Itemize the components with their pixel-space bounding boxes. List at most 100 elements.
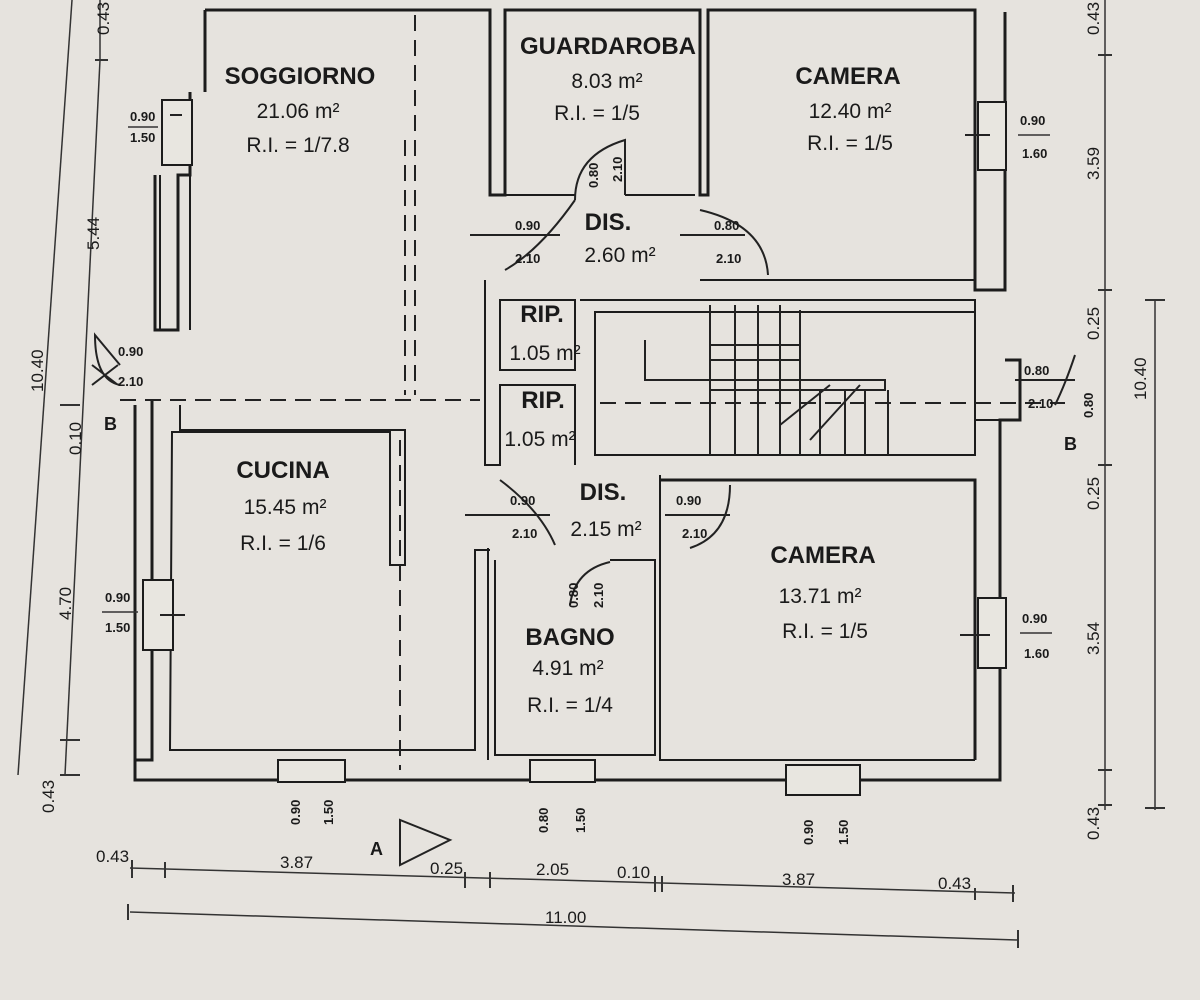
opening-height: 1.50 — [321, 800, 336, 825]
dim-right-sep2: 0.25 — [1084, 477, 1103, 510]
room-area: 15.45 m² — [244, 496, 327, 519]
dim-left-bottom: 0.43 — [39, 780, 58, 813]
left-dimensions: 0.43 5.44 10.40 0.10 4.70 0.43 — [28, 2, 113, 813]
room-dis-2: DIS. 2.15 m² — [570, 479, 641, 541]
opening-door-dis1-right: 0.80 2.10 — [714, 218, 741, 266]
opening-width: 0.80 — [586, 163, 601, 188]
dim-right-top: 0.43 — [1084, 2, 1103, 35]
dim-bottom-1: 0.43 — [96, 847, 129, 866]
room-name: SOGGIORNO — [225, 63, 376, 90]
section-marker-b-left: B — [104, 414, 117, 434]
opening-door-dis2-left: 0.90 2.10 — [510, 493, 537, 541]
opening-bottom-window-3: 0.90 1.50 — [801, 820, 851, 845]
room-ri: R.I. = 1/5 — [807, 132, 893, 155]
room-name: BAGNO — [525, 624, 614, 651]
opening-height: 2.10 — [591, 583, 606, 608]
opening-width: 0.80 — [536, 808, 551, 833]
dim-bottom-total: 11.00 — [545, 908, 586, 927]
opening-door-bagno-h: 2.10 — [591, 583, 606, 608]
section-marker-a: A — [370, 839, 383, 859]
room-name: CAMERA — [795, 63, 900, 90]
opening-door-dis2-right: 0.90 2.10 — [676, 493, 707, 541]
opening-width: 0.80 — [1081, 393, 1096, 418]
right-dimensions: 0.43 3.59 0.25 10.40 0.25 3.54 0.43 — [1084, 2, 1150, 840]
room-ri: R.I. = 1/7.8 — [246, 134, 349, 157]
opening-camera2-window: 0.90 1.60 — [1020, 611, 1052, 661]
room-dis-1: DIS. 2.60 m² — [584, 209, 655, 267]
dim-left-mid: 5.44 — [84, 217, 103, 250]
room-guardaroba: GUARDAROBA 8.03 m² R.I. = 1/5 — [520, 33, 696, 125]
opening-door-guardaroba: 0.80 — [586, 163, 601, 188]
dim-right-lower: 3.54 — [1084, 622, 1103, 655]
opening-width: 0.90 — [1022, 611, 1047, 626]
room-area: 4.91 m² — [532, 657, 603, 680]
opening-camera1-window: 0.90 1.60 — [1018, 113, 1050, 161]
opening-height: 1.60 — [1024, 646, 1049, 661]
dim-bottom-3: 0.25 — [430, 859, 463, 878]
room-name: RIP. — [521, 387, 565, 414]
dim-left-sep: 0.10 — [66, 422, 85, 455]
opening-width: 0.80 — [566, 583, 581, 608]
opening-width: 0.90 — [130, 109, 155, 124]
dim-right-bottom: 0.43 — [1084, 807, 1103, 840]
dim-right-total: 10.40 — [1131, 357, 1150, 400]
opening-height: 2.10 — [716, 251, 741, 266]
room-name: DIS. — [580, 479, 627, 506]
dim-bottom-7: 0.43 — [938, 874, 971, 893]
opening-height: 1.50 — [836, 820, 851, 845]
room-area: 2.60 m² — [584, 244, 655, 267]
room-cucina: CUCINA 15.45 m² R.I. = 1/6 — [236, 457, 329, 555]
opening-width: 0.90 — [1020, 113, 1045, 128]
dim-bottom-4: 2.05 — [536, 860, 569, 879]
room-rip-2: RIP. 1.05 m² — [504, 387, 575, 451]
room-name: CAMERA — [770, 542, 875, 569]
opening-width: 0.90 — [801, 820, 816, 845]
room-ri: R.I. = 1/6 — [240, 532, 326, 555]
opening-cucina-window: 0.90 1.50 — [102, 590, 138, 635]
opening-height: 2.10 — [512, 526, 537, 541]
opening-height: 2.10 — [682, 526, 707, 541]
room-area: 1.05 m² — [509, 342, 580, 365]
opening-labels: 0.90 1.50 0.90 1.60 0.90 1.50 0.90 1.60 … — [102, 109, 1096, 845]
opening-right-small: 0.80 — [1081, 393, 1096, 418]
opening-door-entrance: 0.90 2.10 — [118, 344, 143, 389]
dimension-lines — [17, 0, 1165, 948]
room-area: 21.06 m² — [257, 100, 340, 123]
dim-right-upper: 3.59 — [1084, 147, 1103, 180]
opening-bottom-window-2: 0.80 1.50 — [536, 808, 588, 833]
opening-height: 2.10 — [1028, 396, 1053, 411]
room-ri: R.I. = 1/5 — [782, 620, 868, 643]
room-area: 2.15 m² — [570, 518, 641, 541]
section-marker-b-right: B — [1064, 434, 1077, 454]
room-ri: R.I. = 1/4 — [527, 694, 613, 717]
opening-height: 2.10 — [118, 374, 143, 389]
opening-bottom-window-1: 0.90 1.50 — [288, 800, 336, 825]
room-name: DIS. — [585, 209, 632, 236]
dim-right-sep1: 0.25 — [1084, 307, 1103, 340]
section-markers: B B A — [104, 414, 1077, 859]
room-area: 12.40 m² — [809, 100, 892, 123]
room-area: 8.03 m² — [571, 70, 642, 93]
opening-width: 0.90 — [515, 218, 540, 233]
interior-walls — [159, 175, 1000, 761]
opening-door-guardaroba-h: 2.10 — [610, 157, 625, 182]
opening-width: 0.90 — [288, 800, 303, 825]
opening-width: 0.90 — [118, 344, 143, 359]
opening-width: 0.90 — [510, 493, 535, 508]
opening-height: 1.50 — [573, 808, 588, 833]
door-swings — [91, 138, 1076, 606]
section-lines — [120, 15, 1065, 770]
opening-height: 2.10 — [610, 157, 625, 182]
opening-width: 0.90 — [105, 590, 130, 605]
room-name: RIP. — [520, 301, 564, 328]
opening-height: 2.10 — [515, 251, 540, 266]
opening-height: 1.60 — [1022, 146, 1047, 161]
room-camera-1: CAMERA 12.40 m² R.I. = 1/5 — [795, 63, 900, 155]
room-area: 1.05 m² — [504, 428, 575, 451]
staircase — [644, 305, 889, 455]
room-camera-2: CAMERA 13.71 m² R.I. = 1/5 — [770, 542, 875, 643]
opening-soggiorno-window: 0.90 1.50 — [128, 109, 158, 145]
room-rip-1: RIP. 1.05 m² — [509, 301, 580, 365]
dim-bottom-5: 0.10 — [617, 863, 650, 882]
